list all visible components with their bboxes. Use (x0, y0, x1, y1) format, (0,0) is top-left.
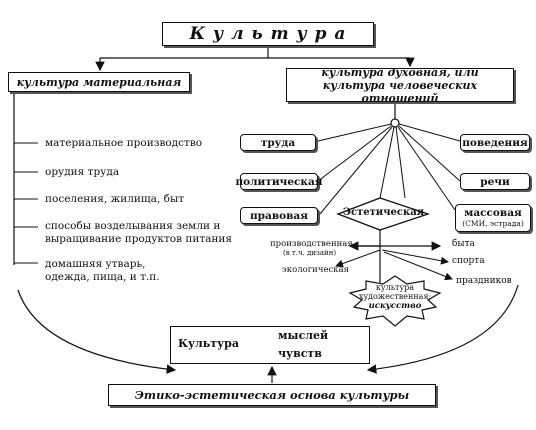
arc-spiritual (366, 284, 519, 374)
art-line1: культура (375, 283, 415, 292)
art-line2: художественная: (358, 292, 432, 301)
culture-of-label: Культура (178, 337, 239, 350)
material-item-0: материальное производство (45, 137, 203, 149)
art-starburst (348, 275, 442, 327)
material-item-1: орудия труда (45, 166, 120, 178)
spiritual-box-speech: речи (460, 173, 530, 190)
spiritual-header: культура духовная, или культура человече… (286, 65, 514, 105)
spiritual-box-legal: правовая (240, 207, 318, 224)
basis-text: Этико-эстетическая основа культуры (134, 388, 410, 402)
spiritual-box-behavior-text: поведения (462, 136, 528, 149)
material-item-2: поселения, жилища, быт (45, 193, 185, 205)
branch-holidays: праздников (456, 276, 512, 286)
spiritual-header-line1: культура духовная, или (321, 65, 479, 79)
spiritual-box-political-text: политическая (235, 175, 323, 188)
spiritual-box-mass-subtext: (СМИ, эстрада) (462, 219, 524, 228)
spiritual-box-behavior: поведения (460, 134, 530, 151)
hub-node (390, 118, 400, 128)
material-header-text: культура материальная (16, 75, 182, 89)
branch-ecological: экологическая (282, 265, 349, 275)
spiritual-header-line2: культура человеческих отношений (322, 78, 478, 105)
spiritual-box-legal-text: правовая (250, 209, 308, 222)
culture-of-box (170, 326, 370, 364)
spiritual-box-mass: массовая (СМИ, эстрада) (455, 204, 531, 232)
aesthetic-diamond (336, 197, 431, 231)
branch-production-note: (в т.ч. дизайн) (283, 249, 337, 257)
title-text: К у л ь т у р а (189, 24, 347, 44)
arc-material (17, 289, 177, 374)
branch-sport: спорта (452, 256, 485, 266)
basis-box: Этико-эстетическая основа культуры (108, 384, 436, 406)
spiritual-box-speech-text: речи (480, 175, 510, 188)
branch-life: быта (452, 239, 475, 249)
title-box: К у л ь т у р а (162, 22, 374, 46)
art-line3: искусство (368, 301, 422, 311)
material-item-3: способы возделывания земли и выращивание… (45, 220, 233, 245)
spiritual-box-mass-text: массовая (464, 207, 522, 219)
spiritual-box-political: политическая (235, 173, 323, 190)
spiritual-box-labor: труда (240, 134, 316, 151)
aesthetic-label: Эстетическая (343, 207, 425, 218)
material-header: культура материальная (8, 72, 190, 92)
material-item-4: домашняя утварь, одежда, пища, и т.п. (45, 258, 160, 283)
culture-of-feelings: чувств (278, 347, 322, 360)
culture-of-thoughts: мыслей (278, 329, 329, 342)
branch-production: производственная (270, 239, 353, 249)
spiritual-box-labor-text: труда (260, 136, 296, 149)
